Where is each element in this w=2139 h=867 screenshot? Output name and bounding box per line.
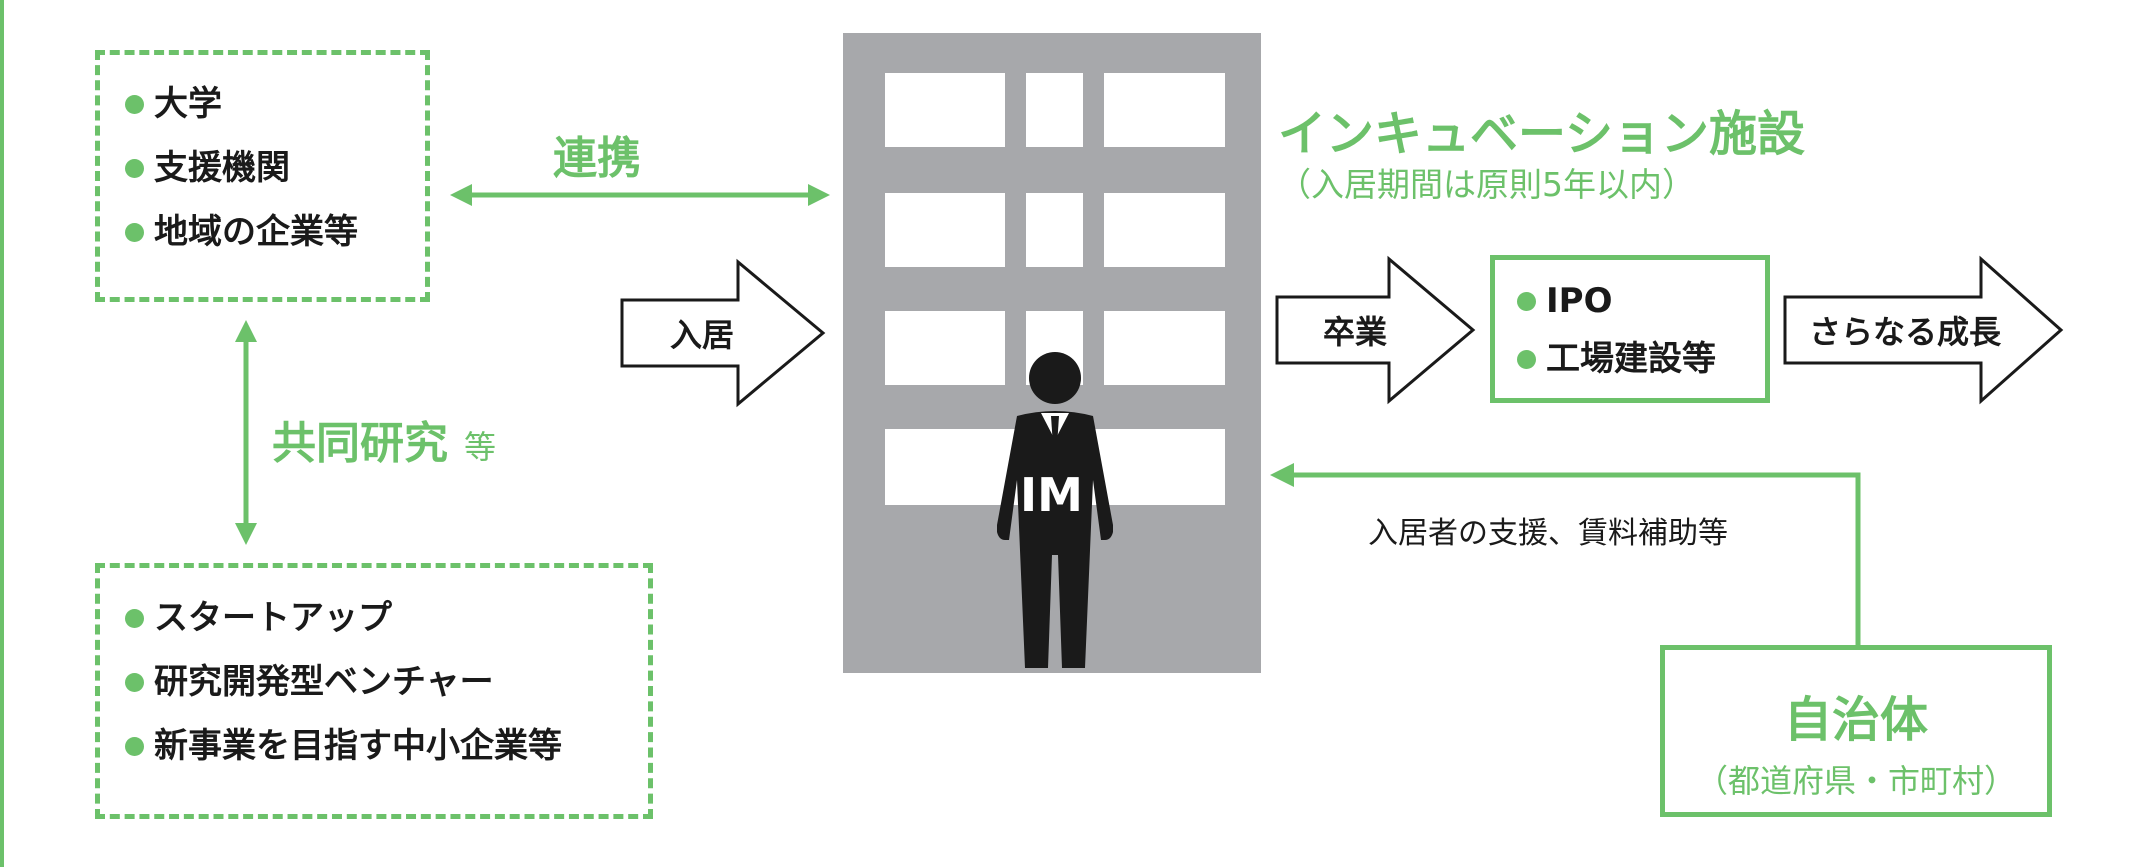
joint-research-label: 共同研究 等 <box>272 407 496 471</box>
building-window <box>1104 73 1225 147</box>
joint-research-main: 共同研究 <box>272 418 448 469</box>
building-window <box>885 193 1005 267</box>
building-window <box>1026 73 1083 147</box>
left-accent-rule <box>0 0 4 867</box>
move-in-arrow-icon <box>620 258 826 408</box>
growth-arrow-icon <box>1783 255 2064 405</box>
joint-research-suffix: 等 <box>464 428 497 466</box>
bullet-dot-icon <box>125 222 144 242</box>
building-window <box>1104 193 1225 267</box>
list-item: 大学 <box>125 72 425 136</box>
list-item: スタートアップ <box>125 586 648 650</box>
facility-title: インキュベーション施設 <box>1278 106 1806 162</box>
bullet-dot-icon <box>1517 349 1536 369</box>
partners-list: 大学 支援機関 地域の企業等 <box>100 55 425 264</box>
facility-subtitle: （入居期間は原則5年以内） <box>1278 165 1695 204</box>
building-window <box>1104 311 1225 385</box>
collaboration-arrow-icon <box>450 184 830 206</box>
support-arrow-icon <box>1270 463 1861 648</box>
municipality-subtitle: （都道府県・市町村） <box>1695 762 2016 800</box>
partners-box: 大学 支援機関 地域の企業等 <box>95 50 430 302</box>
list-item: 研究開発型ベンチャー <box>125 650 648 714</box>
growth-label: さらなる成長 <box>1808 313 2001 351</box>
building-window <box>1026 193 1083 267</box>
municipality-box: 自治体 （都道府県・市町村） <box>1660 645 2052 817</box>
graduation-label: 卒業 <box>1322 313 1387 351</box>
bullet-dot-icon <box>125 608 144 628</box>
bullet-dot-icon <box>125 94 144 114</box>
list-item: 地域の企業等 <box>125 200 425 264</box>
startups-list: スタートアップ 研究開発型ベンチャー 新事業を目指す中小企業等 <box>100 568 648 778</box>
incubation-manager-person-icon <box>997 352 1113 668</box>
building-window <box>885 311 1005 385</box>
list-item: 支援機関 <box>125 136 425 200</box>
bullet-dot-icon <box>125 672 144 692</box>
municipality-title: 自治体 <box>1783 692 1928 748</box>
list-item: IPO <box>1517 272 1765 330</box>
bullet-dot-icon <box>1517 291 1536 311</box>
list-item: 工場建設等 <box>1517 330 1765 388</box>
outcomes-box: IPO 工場建設等 <box>1490 255 1770 403</box>
incubation-manager-label: IM <box>1020 468 1083 522</box>
joint-research-arrow-icon <box>235 320 257 545</box>
list-item: 新事業を目指す中小企業等 <box>125 714 648 778</box>
support-label: 入居者の支援、賃料補助等 <box>1368 516 1728 551</box>
bullet-dot-icon <box>125 736 144 756</box>
collaboration-label: 連携 <box>553 133 641 184</box>
building-window <box>885 73 1005 147</box>
bullet-dot-icon <box>125 158 144 178</box>
outcomes-list: IPO 工場建設等 <box>1495 260 1765 388</box>
move-in-label: 入居 <box>669 316 734 354</box>
startups-box: スタートアップ 研究開発型ベンチャー 新事業を目指す中小企業等 <box>95 563 653 819</box>
graduation-arrow-icon <box>1275 255 1476 405</box>
